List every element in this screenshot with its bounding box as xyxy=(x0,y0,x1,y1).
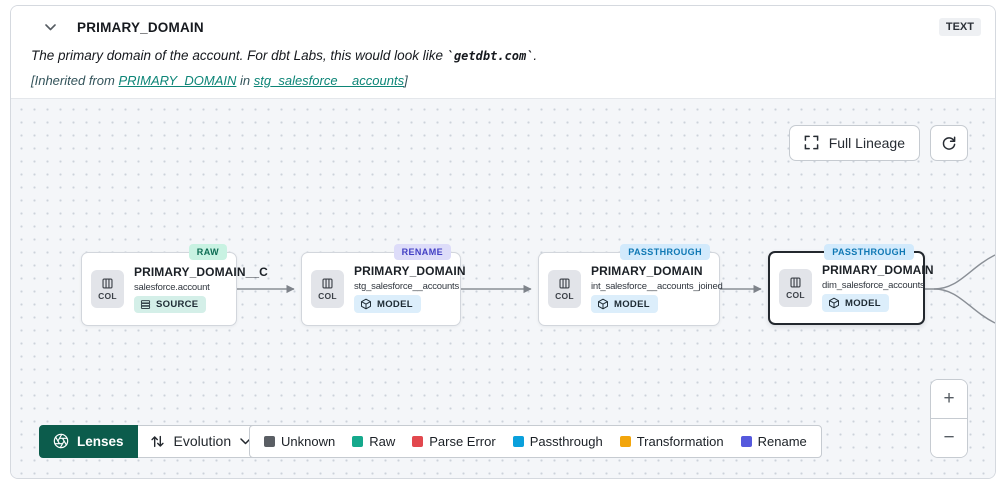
evolution-tag: PASSTHROUGH xyxy=(824,243,914,260)
legend-swatch xyxy=(352,435,364,447)
inherited-model-link[interactable]: stg_salesforce__accounts xyxy=(253,72,405,88)
data-type-badge: TEXT xyxy=(938,18,981,36)
column-title: PRIMARY_DOMAIN xyxy=(77,19,204,35)
resource-type-badge: SOURCE xyxy=(134,295,207,313)
swap-vertical-icon xyxy=(150,435,164,447)
code-snippet: `getdbt.com` xyxy=(446,49,534,63)
collapse-chevron-icon[interactable] xyxy=(39,16,61,38)
resource-type-badge: MODEL xyxy=(354,295,421,314)
legend-swatch xyxy=(512,435,524,447)
legend-swatch xyxy=(619,435,631,447)
expand-icon xyxy=(804,135,819,150)
lens-controls: Lenses Evolution xyxy=(39,424,265,458)
model-icon xyxy=(829,297,839,309)
column-chip: COL xyxy=(91,269,124,308)
legend-item: Unknown xyxy=(264,434,335,449)
columns-icon xyxy=(559,278,570,289)
source-icon xyxy=(140,299,151,309)
node-column-name: PRIMARY_DOMAIN xyxy=(822,263,934,278)
columns-icon xyxy=(102,278,113,289)
aperture-icon xyxy=(53,433,69,449)
model-icon xyxy=(598,298,608,310)
lineage-node-stg-salesforce-accounts[interactable]: RENAME COL PRIMARY_DOMAIN stg_salesforce… xyxy=(301,243,466,326)
column-description: The primary domain of the account. For d… xyxy=(31,48,538,63)
lineage-node-salesforce-account[interactable]: RAW COL PRIMARY_DOMAIN__C salesforce.acc… xyxy=(81,243,268,326)
node-model-name: dim_salesforce_accounts xyxy=(822,280,925,292)
legend-swatch xyxy=(412,435,424,447)
lens-dropdown[interactable]: Evolution xyxy=(137,424,265,458)
node-column-name: PRIMARY_DOMAIN xyxy=(354,264,466,279)
zoom-in-button[interactable]: + xyxy=(931,379,967,418)
refresh-button[interactable] xyxy=(930,124,968,161)
divider xyxy=(931,417,967,419)
inherited-note: [Inherited from PRIMARY_DOMAIN in stg_sa… xyxy=(31,72,408,88)
node-model-name: salesforce.account xyxy=(134,281,210,293)
columns-icon xyxy=(322,278,333,289)
full-lineage-button[interactable]: Full Lineage xyxy=(788,124,920,161)
evolution-tag: PASSTHROUGH xyxy=(620,243,710,260)
legend-item: Passthrough xyxy=(512,434,603,449)
column-chip: COL xyxy=(548,269,581,308)
column-chip: COL xyxy=(311,269,344,308)
evolution-legend: Unknown Raw Parse Error Passthrough Tran… xyxy=(249,424,822,458)
model-icon xyxy=(361,298,371,310)
inherited-column-link[interactable]: PRIMARY_DOMAIN xyxy=(118,72,237,88)
legend-swatch xyxy=(740,435,752,447)
zoom-controls: + − xyxy=(930,378,968,458)
legend-item: Parse Error xyxy=(412,434,496,449)
lenses-button[interactable]: Lenses xyxy=(39,424,138,458)
legend-item: Transformation xyxy=(619,434,724,449)
refresh-icon xyxy=(942,136,956,150)
column-chip: COL xyxy=(779,268,812,307)
chevron-down-icon xyxy=(240,437,251,444)
column-header: PRIMARY_DOMAIN TEXT The primary domain o… xyxy=(11,6,995,99)
lineage-canvas[interactable]: RAW COL PRIMARY_DOMAIN__C salesforce.acc… xyxy=(11,98,995,478)
node-column-name: PRIMARY_DOMAIN__C xyxy=(134,264,268,279)
legend-swatch xyxy=(264,435,275,447)
zoom-out-button[interactable]: − xyxy=(931,418,967,457)
resource-type-badge: MODEL xyxy=(591,295,658,314)
evolution-tag: RENAME xyxy=(393,243,451,260)
legend-item: Rename xyxy=(740,434,807,449)
node-model-name: stg_salesforce__accounts xyxy=(354,281,460,293)
node-column-name: PRIMARY_DOMAIN xyxy=(591,264,703,279)
evolution-tag: RAW xyxy=(188,243,227,260)
lineage-node-int-salesforce-accounts-joined[interactable]: PASSTHROUGH COL PRIMARY_DOMAIN int_sales… xyxy=(538,243,723,326)
column-lineage-panel: PRIMARY_DOMAIN TEXT The primary domain o… xyxy=(10,5,996,479)
lineage-node-dim-salesforce-accounts[interactable]: PASSTHROUGH COL PRIMARY_DOMAIN dim_sales… xyxy=(768,243,934,325)
resource-type-badge: MODEL xyxy=(822,294,889,313)
legend-item: Raw xyxy=(352,434,395,449)
columns-icon xyxy=(790,277,801,288)
node-model-name: int_salesforce__accounts_joined xyxy=(591,281,723,293)
